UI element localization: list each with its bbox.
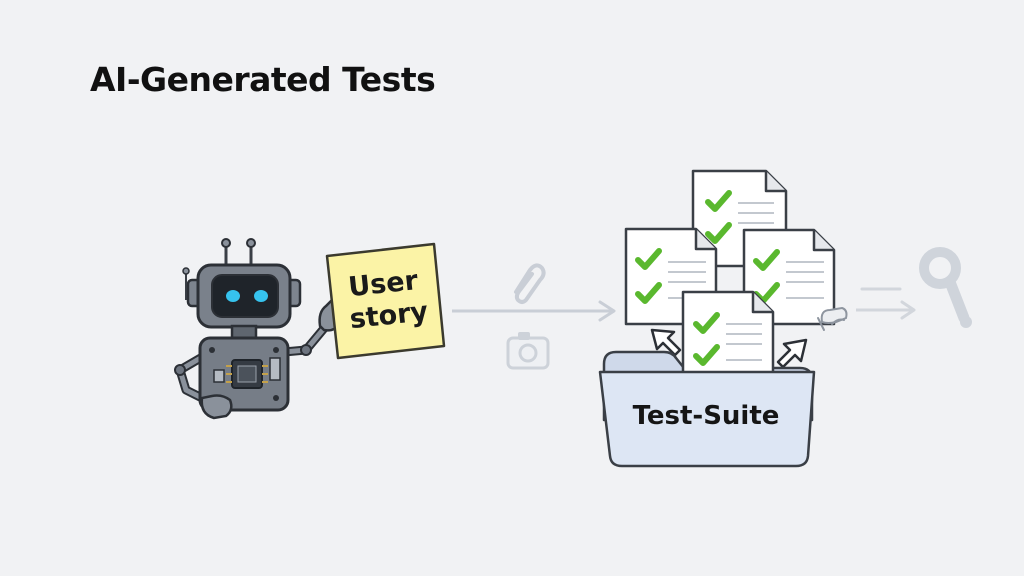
faded-flow-arrow (856, 287, 916, 320)
page-title: AI-Generated Tests (90, 60, 436, 99)
paperclip-icon (514, 263, 546, 304)
flow-arrow (452, 300, 616, 322)
test-suite-folder: Test-Suite (598, 370, 816, 468)
scroll-icon (817, 306, 848, 331)
user-story-note: User story (325, 242, 446, 360)
folder-label: Test-Suite (633, 401, 780, 431)
robot-icon (174, 238, 342, 420)
key-icon (919, 247, 972, 328)
note-line-1: User (347, 265, 420, 303)
camera-icon (506, 332, 550, 370)
cursor-arrow-icon (650, 328, 808, 369)
